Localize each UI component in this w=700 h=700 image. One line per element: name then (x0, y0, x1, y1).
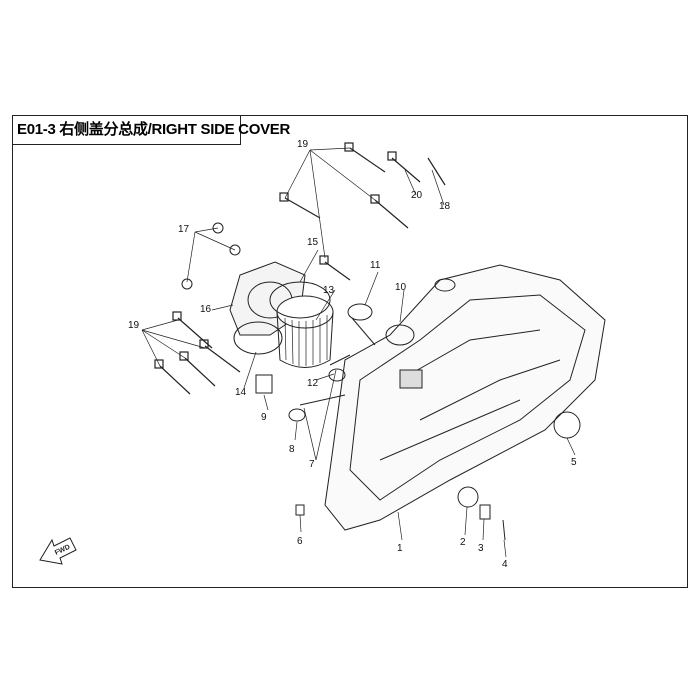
callout-12: 12 (307, 378, 319, 389)
nuts-part-17 (181, 222, 241, 290)
callout-10: 10 (395, 282, 407, 293)
plug-part-9 (255, 374, 273, 394)
clip-part-3 (479, 504, 491, 520)
callout-9: 9 (261, 412, 267, 423)
bolt-part-4 (502, 519, 506, 541)
callout-6: 6 (297, 536, 303, 547)
leader-lines (141, 147, 576, 558)
washer-part-8 (288, 408, 306, 422)
callout-5: 5 (571, 457, 577, 468)
callout-2: 2 (460, 537, 466, 548)
bolt-part-18 (427, 157, 446, 186)
callout-19: 19 (297, 139, 309, 150)
callout-13: 13 (323, 285, 335, 296)
callout-8: 8 (289, 444, 295, 455)
callout-14: 14 (235, 387, 247, 398)
diagram-title: E01-3 右侧盖分总成/RIGHT SIDE COVER (12, 115, 290, 145)
callout-18: 18 (439, 201, 451, 212)
o-ring-part-14 (233, 321, 283, 355)
o-ring-part-12 (328, 368, 346, 382)
callout-1: 1 (397, 543, 403, 554)
callout-4: 4 (502, 559, 508, 570)
bolts-part-19 (154, 142, 421, 395)
dipstick-part-11 (347, 303, 376, 346)
diagram-frame (12, 115, 688, 588)
callout-7: 7 (309, 459, 315, 470)
callout-11: 11 (370, 260, 381, 271)
callout-3: 3 (478, 543, 484, 554)
dowel-pins-part-7 (299, 354, 351, 406)
callout-19-left: 19 (128, 320, 140, 331)
callout-15: 15 (307, 237, 319, 248)
oil-seal-part-5 (553, 411, 581, 439)
callout-17: 17 (178, 224, 190, 235)
callout-20: 20 (411, 190, 423, 201)
pin-part-6 (295, 504, 305, 516)
right-side-cover-part-1 (324, 264, 606, 531)
callout-16: 16 (200, 304, 212, 315)
bushing-part-2 (457, 486, 479, 508)
fwd-direction-arrow: FWD (39, 537, 77, 565)
